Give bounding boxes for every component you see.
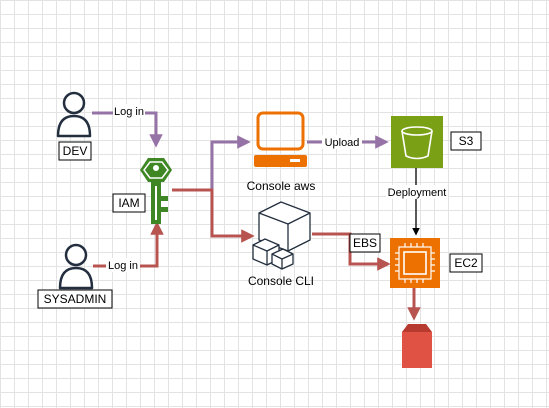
edge-label-upload: Upload (325, 137, 360, 149)
console-aws-label: Console aws (247, 179, 316, 193)
s3-label-box (450, 131, 482, 151)
edge-iam-console-aws[interactable] (172, 135, 251, 192)
ec2-label-box (449, 253, 483, 273)
cube-stack-icon[interactable] (252, 201, 311, 270)
dev-label-box (58, 141, 92, 161)
sysadmin-label: SYSADMIN (44, 292, 107, 306)
sysadmin-user-icon[interactable] (58, 243, 94, 290)
edge-label-sysadmin-login: Log in (108, 260, 138, 272)
edge-label-ebs: EBS (353, 236, 377, 250)
edge-label-dev-login: Log in (114, 106, 144, 118)
s3-label: S3 (459, 134, 474, 148)
iam-label-box (112, 193, 146, 213)
storage-volume-icon[interactable] (402, 324, 432, 368)
sysadmin-label-box (37, 289, 113, 309)
edge-iam-console-cli[interactable] (172, 188, 255, 243)
ec2-instance-icon[interactable] (390, 238, 440, 288)
iam-label: IAM (118, 196, 139, 210)
s3-bucket-icon[interactable] (391, 116, 443, 168)
ec2-label: EC2 (454, 256, 478, 270)
edge-label-deployment: Deployment (388, 187, 447, 199)
console-cli-label: Console CLI (248, 274, 314, 288)
desktop-icon[interactable] (254, 111, 307, 167)
dev-label: DEV (63, 144, 88, 158)
iam-key-icon[interactable] (140, 158, 172, 224)
dev-user-icon[interactable] (56, 91, 92, 138)
